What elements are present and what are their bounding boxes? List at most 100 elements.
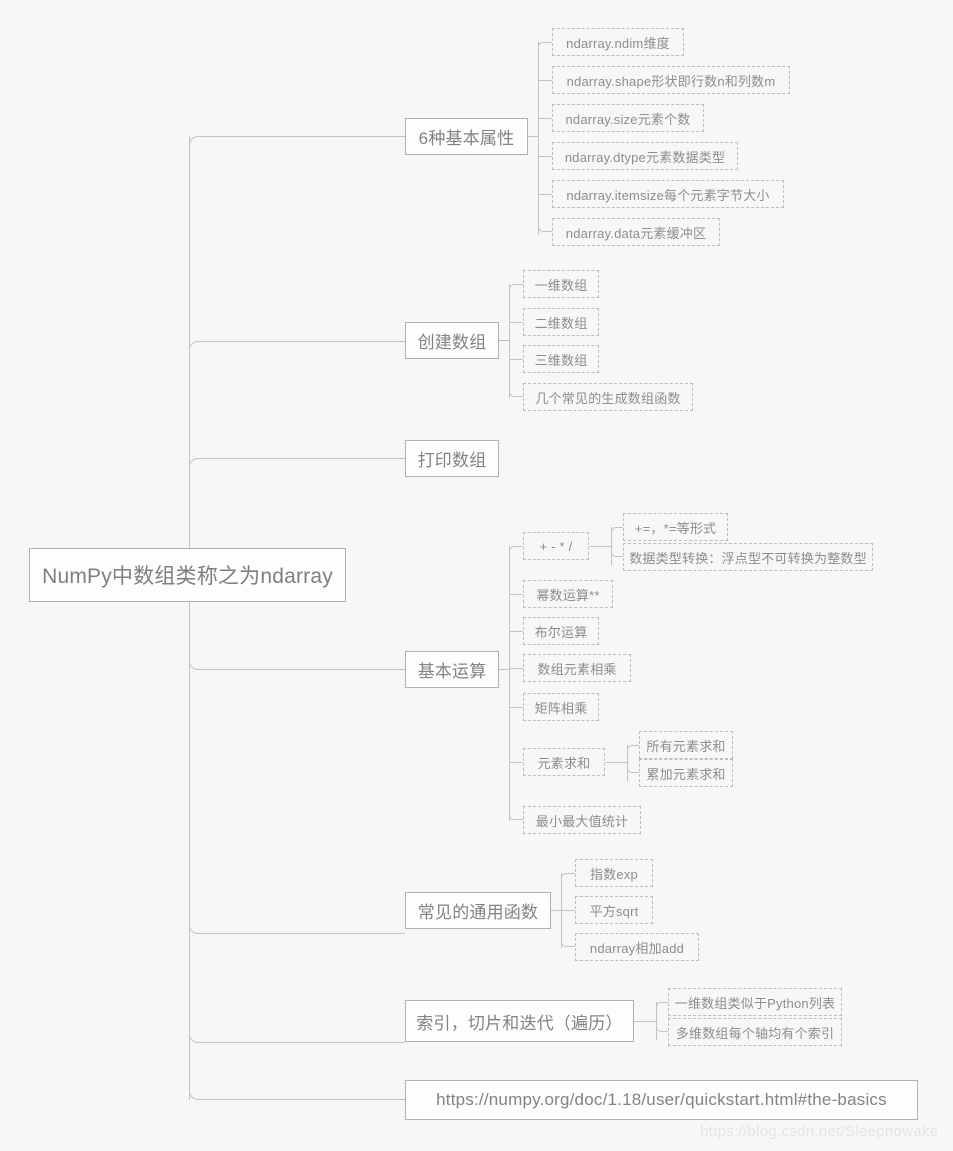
leaf-label: 平方sqrt [589,903,639,919]
leaf-1d-like-python-list[interactable]: 一维数组类似于Python列表 [668,988,842,1016]
conn-index-out [634,1021,656,1022]
branch-label: 基本运算 [417,662,487,681]
stub-line-sum [509,762,523,763]
stub-1d-like-list [656,1002,668,1012]
leaf-elementwise-multiply[interactable]: 数组元素相乘 [523,654,631,682]
leaf-boolean-operation[interactable]: 布尔运算 [523,617,599,645]
leaf-label: ndarray.ndim维度 [566,35,670,51]
stub-line-bool [509,631,523,632]
branch-elbow-create-array [189,341,405,365]
branch-node-universal-functions[interactable]: 常见的通用函数 [405,892,551,929]
leaf-label: 最小最大值统计 [535,813,629,829]
branch-label: 常见的通用函数 [417,903,539,922]
conn-ufunc-out [551,910,562,911]
leaf-label: 累加元素求和 [646,766,726,782]
leaf-label: 所有元素求和 [646,738,726,754]
leaf-exp-function[interactable]: 指数exp [575,859,653,887]
leaf-label: 数据类型转换：浮点型不可转换为整数型 [629,550,867,566]
branch-node-basic-operations[interactable]: 基本运算 [405,651,499,688]
leaf-label: ndarray相加add [589,940,685,956]
branch-label: 创建数组 [417,333,487,352]
stub-line-size [538,118,552,119]
leaf-label: + - * / [539,538,573,554]
subtrunk-create-array [509,284,510,398]
leaf-label: 多维数组每个轴均有个索引 [675,1025,835,1041]
stub-1d [509,284,523,294]
subtrunk-arith [611,527,612,565]
leaf-element-sum[interactable]: 元素求和 [523,748,605,776]
leaf-label: ndarray.data元素缓冲区 [565,225,707,241]
stub-type-cast [611,547,623,557]
leaf-label: 三维数组 [534,352,588,368]
leaf-label: 一维数组类似于Python列表 [674,995,836,1011]
stub-line-matmul [509,707,523,708]
leaf-ndarray-data[interactable]: ndarray.data元素缓冲区 [552,218,720,246]
branch-elbow-print-array [189,458,405,482]
stub-arith [509,546,523,556]
leaf-label: 几个常见的生成数组函数 [535,390,681,406]
subtrunk-basic-attrs [538,42,539,235]
branch-elbow-ufunc [189,910,405,934]
leaf-ndarray-itemsize[interactable]: ndarray.itemsize每个元素字节大小 [552,180,784,208]
leaf-label: ndarray.size元素个数 [565,111,691,127]
stub-add [561,937,575,947]
branch-elbow-basic-ops [189,646,405,670]
stub-data [538,222,552,232]
stub-ndim [538,42,552,52]
branch-node-create-array[interactable]: 创建数组 [405,322,499,359]
leaf-ndarray-size[interactable]: ndarray.size元素个数 [552,104,704,132]
leaf-sum-all-elements[interactable]: 所有元素求和 [639,731,733,759]
leaf-label: +=，*=等形式 [634,520,717,536]
stub-minmax [509,810,523,820]
leaf-ndarray-ndim[interactable]: ndarray.ndim维度 [552,28,684,56]
leaf-1d-array[interactable]: 一维数组 [523,270,599,298]
stub-line-elem-mul [509,668,523,669]
leaf-arithmetic-operators[interactable]: + - * / [523,532,589,560]
stub-nd-axis-index [656,1022,668,1032]
root-node[interactable]: NumPy中数组类称之为ndarray [29,548,346,602]
leaf-matrix-multiply[interactable]: 矩阵相乘 [523,693,599,721]
subtrunk-index [656,1002,657,1040]
leaf-label: ndarray.shape形状即行数n和列数m [566,73,776,89]
leaf-array-gen-functions[interactable]: 几个常见的生成数组函数 [523,383,693,411]
root-label: NumPy中数组类称之为ndarray [42,565,333,588]
branch-node-index-slice-iterate[interactable]: 索引，切片和迭代（遍历） [405,1000,634,1042]
stub-line-itemsize [538,194,552,195]
branch-node-basic-attributes[interactable]: 6种基本属性 [405,118,528,155]
leaf-min-max-stats[interactable]: 最小最大值统计 [523,806,641,834]
leaf-label: 二维数组 [534,315,588,331]
leaf-3d-array[interactable]: 三维数组 [523,345,599,373]
root-connector-down [189,600,190,1100]
stub-line-3d [509,359,523,360]
leaf-add-function[interactable]: ndarray相加add [575,933,699,961]
reference-url-label: https://numpy.org/doc/1.18/user/quicksta… [436,1090,887,1109]
watermark: https://blog.csdn.net/Sleepnowake [700,1123,938,1140]
conn-create-array-out [499,340,510,341]
conn-arith-out [589,546,611,547]
leaf-label: 元素求和 [537,755,591,771]
leaf-sqrt-function[interactable]: 平方sqrt [575,896,653,924]
leaf-label: 矩阵相乘 [534,700,588,716]
stub-line-shape [538,80,552,81]
stub-exp [561,873,575,883]
root-connector-up [189,136,190,551]
leaf-type-conversion[interactable]: 数据类型转换：浮点型不可转换为整数型 [623,543,873,571]
conn-basic-attrs-out [528,136,539,137]
leaf-label: 幂数运算** [536,587,600,603]
leaf-ndarray-shape[interactable]: ndarray.shape形状即行数n和列数m [552,66,790,94]
subtrunk-basic-ops [509,546,510,821]
branch-node-print-array[interactable]: 打印数组 [405,440,499,477]
branch-node-reference-url[interactable]: https://numpy.org/doc/1.18/user/quicksta… [405,1080,918,1120]
leaf-ndarray-dtype[interactable]: ndarray.dtype元素数据类型 [552,142,738,170]
watermark-text: https://blog.csdn.net/Sleepnowake [700,1123,939,1140]
branch-elbow-index-slice [189,1019,405,1043]
leaf-cumulative-sum[interactable]: 累加元素求和 [639,759,733,787]
stub-line-power [509,594,523,595]
leaf-compound-assignment[interactable]: +=，*=等形式 [623,513,728,541]
leaf-label: ndarray.itemsize每个元素字节大小 [566,187,770,203]
leaf-2d-array[interactable]: 二维数组 [523,308,599,336]
leaf-power-operation[interactable]: 幂数运算** [523,580,613,608]
leaf-nd-axis-index[interactable]: 多维数组每个轴均有个索引 [668,1018,842,1046]
branch-label: 索引，切片和迭代（遍历） [416,1013,623,1033]
